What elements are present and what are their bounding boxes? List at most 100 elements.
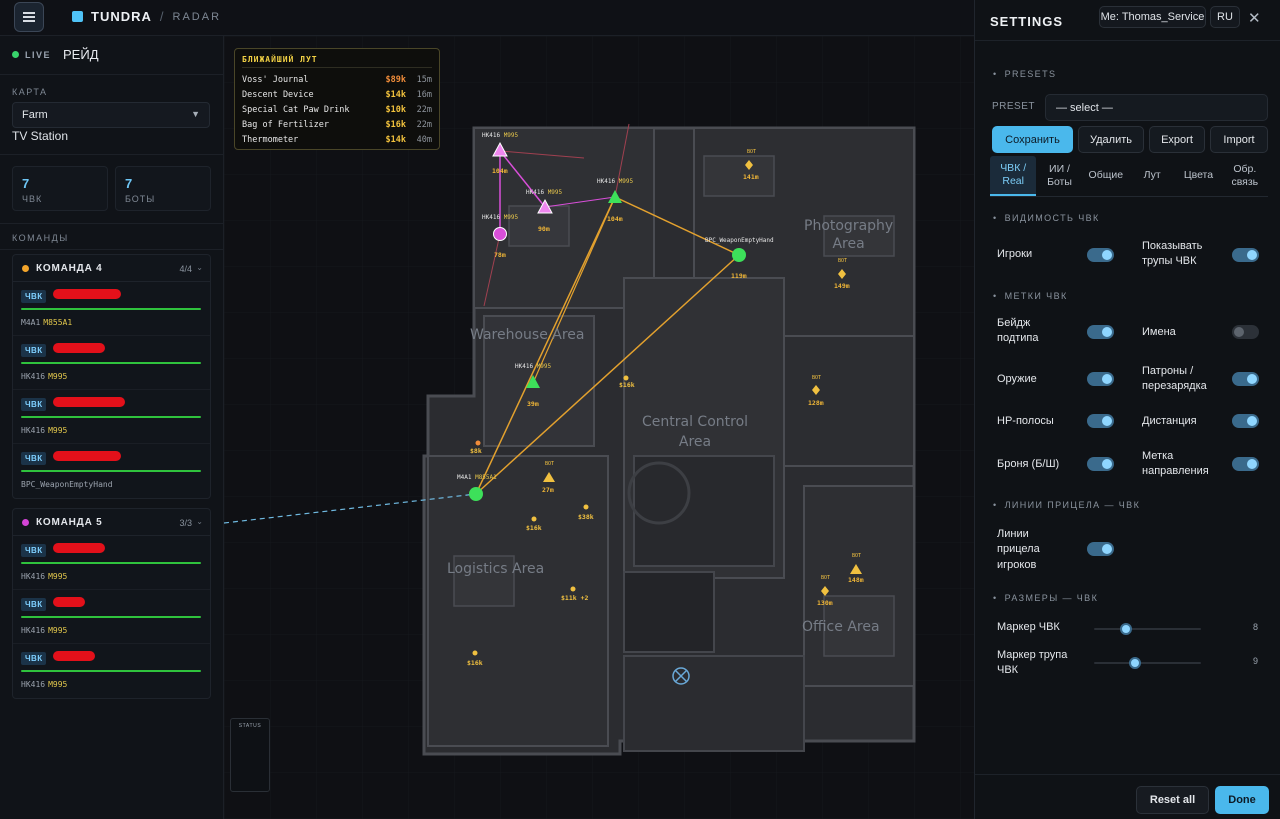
- player-distance: 39m: [527, 400, 539, 408]
- map-select[interactable]: Farm ▼: [12, 102, 210, 128]
- player-marker[interactable]: [608, 190, 622, 203]
- team-count: 4/4: [179, 264, 192, 274]
- hp-bar: [21, 470, 201, 472]
- option-label: Метка направления: [1142, 450, 1209, 478]
- settings-tab[interactable]: Цвета: [1183, 169, 1214, 182]
- chevron-down-icon: ⌄: [196, 517, 203, 526]
- hp-bar: [21, 362, 201, 364]
- chevron-down-icon: ▼: [191, 109, 200, 119]
- bot-marker[interactable]: [543, 472, 555, 482]
- bot-marker[interactable]: [812, 385, 820, 395]
- import-preset-button[interactable]: Import: [1210, 126, 1268, 153]
- live-dot-icon: [12, 51, 19, 58]
- bot-marker[interactable]: [838, 269, 846, 279]
- loot-markers: [472, 375, 629, 656]
- bot-tag: BOT: [747, 149, 757, 155]
- pmc-count-box: 7 ЧВК: [12, 166, 108, 211]
- pmc-badge: ЧВК: [21, 290, 47, 303]
- close-icon[interactable]: ✕: [1248, 10, 1261, 27]
- extract-icon[interactable]: [672, 667, 690, 685]
- radar-map[interactable]: STATUS Photography Area Warehouse Area C…: [224, 36, 974, 819]
- player-marker[interactable]: [732, 248, 746, 262]
- bot-tag: BOT: [812, 375, 822, 381]
- settings-tab[interactable]: Лут: [1143, 169, 1161, 182]
- slider-thumb[interactable]: [1128, 657, 1141, 669]
- bot-count-label: БОТЫ: [125, 194, 156, 204]
- size-label: Маркер ЧВК: [997, 621, 1060, 633]
- option-toggle[interactable]: [1087, 414, 1114, 428]
- option-toggle[interactable]: [1087, 325, 1114, 339]
- settings-tab[interactable]: Обр. связь: [1231, 162, 1259, 188]
- size-value: 9: [1253, 656, 1259, 666]
- divider: [975, 774, 1280, 775]
- option-toggle[interactable]: [1232, 325, 1259, 339]
- player-marker[interactable]: [493, 227, 507, 241]
- option-toggle[interactable]: [1232, 372, 1259, 386]
- pmc-badge: ЧВК: [21, 452, 47, 465]
- bot-tag: BOT: [838, 258, 848, 264]
- option-toggle[interactable]: [1087, 248, 1114, 262]
- user-chip[interactable]: Me: Thomas_Service: [1099, 6, 1206, 28]
- export-preset-button[interactable]: Export: [1149, 126, 1205, 153]
- team-color-dot: [22, 264, 29, 272]
- done-button[interactable]: Done: [1215, 786, 1269, 814]
- settings-tab[interactable]: ИИ / Боты: [1047, 162, 1072, 188]
- sight-lines-toggle[interactable]: [1087, 542, 1114, 556]
- delete-preset-button[interactable]: Удалить: [1078, 126, 1144, 153]
- option-toggle[interactable]: [1087, 457, 1114, 471]
- player-marker[interactable]: [537, 198, 553, 214]
- bot-distance: 130m: [817, 599, 833, 607]
- player-weapon-label: BPC_WeaponEmptyHand: [705, 237, 774, 244]
- size-slider[interactable]: [1094, 623, 1201, 635]
- save-preset-button[interactable]: Сохранить: [992, 126, 1073, 153]
- language-button[interactable]: RU: [1210, 6, 1240, 28]
- size-slider[interactable]: [1094, 657, 1201, 669]
- brand-separator: /: [159, 9, 165, 24]
- option-toggle[interactable]: [1232, 248, 1259, 262]
- redacted-player-name: [53, 597, 85, 607]
- preset-select[interactable]: — select —: [1045, 94, 1268, 121]
- player-distance: 90m: [538, 225, 550, 233]
- live-label: LIVE: [25, 49, 52, 60]
- bot-marker[interactable]: [821, 586, 829, 596]
- option-label: HP-полосы: [997, 415, 1054, 427]
- loot-item-value: $14k: [385, 134, 406, 145]
- option-toggle[interactable]: [1087, 372, 1114, 386]
- bot-marker[interactable]: [850, 564, 862, 574]
- player-marker[interactable]: [469, 487, 483, 501]
- option-toggle[interactable]: [1232, 414, 1259, 428]
- bot-distance: 27m: [542, 486, 554, 494]
- option-toggle[interactable]: [1232, 457, 1259, 471]
- option-label: Броня (Б/Ш): [997, 458, 1060, 470]
- area-label-office: Office Area: [802, 619, 880, 635]
- map-canvas: [224, 36, 974, 819]
- bot-distance: 148m: [848, 576, 864, 584]
- slider-thumb[interactable]: [1120, 623, 1133, 635]
- settings-tab[interactable]: Общие: [1088, 169, 1124, 182]
- player-marker[interactable]: [526, 375, 540, 388]
- bot-tag: BOT: [821, 575, 831, 581]
- bot-marker[interactable]: [745, 160, 753, 170]
- reset-all-button[interactable]: Reset all: [1136, 786, 1209, 814]
- settings-tab[interactable]: ЧВК / Real: [990, 156, 1037, 196]
- player-marker[interactable]: [492, 141, 508, 157]
- loot-item-value: $10k: [385, 104, 406, 115]
- menu-button[interactable]: [14, 2, 44, 32]
- option-label: Патроны / перезарядка: [1142, 365, 1207, 393]
- redacted-player-name: [53, 543, 105, 553]
